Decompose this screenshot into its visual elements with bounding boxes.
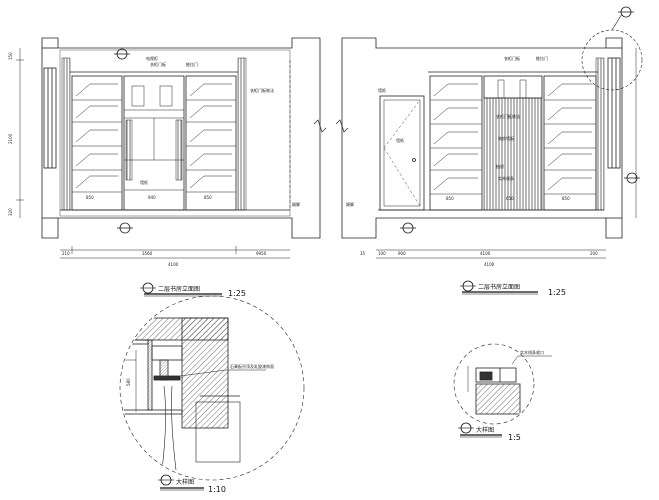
dim-text: 900 [398, 251, 406, 256]
dim-text: 200 [590, 251, 598, 256]
note-text: 电视柜 [146, 55, 158, 61]
note-text: 实木线条收口 [520, 349, 544, 355]
dim-text: 9950 [256, 251, 267, 256]
elevation-left [16, 37, 327, 259]
detail-left-labels: 580 石膏板吊顶及乳胶漆饰面 [126, 363, 274, 386]
note-text: 踢脚 [292, 201, 300, 207]
elevation-right-labels: 35 100 900 4100 200 4100 850 650 850 墙纸 … [346, 55, 598, 267]
detail-right [453, 343, 552, 425]
dim-text: 210 [62, 251, 70, 256]
detail-left [119, 295, 305, 481]
detail-left-title: 大样图 1:10 [158, 474, 226, 494]
drawing-scale: 1:25 [228, 289, 246, 298]
row-dim: 940 [148, 195, 156, 200]
elevation-left-title: 二层书房立面图 1:25 [140, 282, 246, 298]
note-text: 踢脚 [346, 201, 354, 207]
dim-text: 3560 [142, 251, 153, 256]
note-text: 衣柜门板做法 [496, 113, 520, 119]
drawing-title: 二层书房立面图 [158, 285, 200, 293]
note-text: 装饰墙板 [498, 135, 514, 141]
overall-dim: 4100 [168, 262, 179, 267]
elevation-right [335, 6, 643, 259]
note-text: 实木线条 [498, 175, 514, 181]
dim-text: 4100 [480, 251, 491, 256]
dim-text: 150 [8, 52, 13, 60]
dim-text: 100 [378, 251, 386, 256]
drawing-title: 大样图 [476, 426, 494, 434]
note-text: 墙纸 [378, 87, 386, 93]
note-text: 推拉门 [186, 61, 198, 67]
row-dim: 850 [204, 195, 212, 200]
row-dim: 650 [506, 196, 514, 201]
dim-text: 35 [360, 251, 366, 256]
row-dim: 850 [446, 196, 454, 201]
dim-text: 580 [126, 378, 131, 386]
note-text: 衣柜门板 [150, 61, 166, 67]
note-text: 墙纸 [396, 137, 404, 143]
note-text: 衣柜门板做法 [250, 87, 274, 93]
elevation-left-labels: 3560 210 9950 4100 850 940 850 150 2100 … [8, 52, 300, 267]
row-dim: 850 [562, 196, 570, 201]
drawing-scale: 1:10 [208, 485, 226, 494]
elevation-right-title: 二层书房立面图 1:25 [460, 280, 566, 297]
drawing-scale: 1:25 [548, 288, 566, 297]
note-text: 衣柜门板 [504, 55, 520, 61]
drawing-title: 二层书房立面图 [478, 283, 520, 291]
drawing-title: 大样图 [176, 478, 194, 486]
note-text: 推拉门 [536, 55, 548, 61]
note-text: 石膏板吊顶及乳胶漆饰面 [230, 363, 274, 369]
note-text: 抽屉 [496, 163, 504, 169]
row-dim: 850 [86, 195, 94, 200]
note-text: 墙纸 [140, 179, 148, 185]
overall-dim: 4100 [484, 262, 495, 267]
dim-text: 2100 [8, 133, 13, 144]
detail-right-title: 大样图 1:5 [458, 422, 521, 442]
detail-right-labels: 实木线条收口 [520, 349, 544, 355]
drawing-scale: 1:5 [508, 433, 521, 442]
dim-text: 320 [8, 208, 13, 216]
